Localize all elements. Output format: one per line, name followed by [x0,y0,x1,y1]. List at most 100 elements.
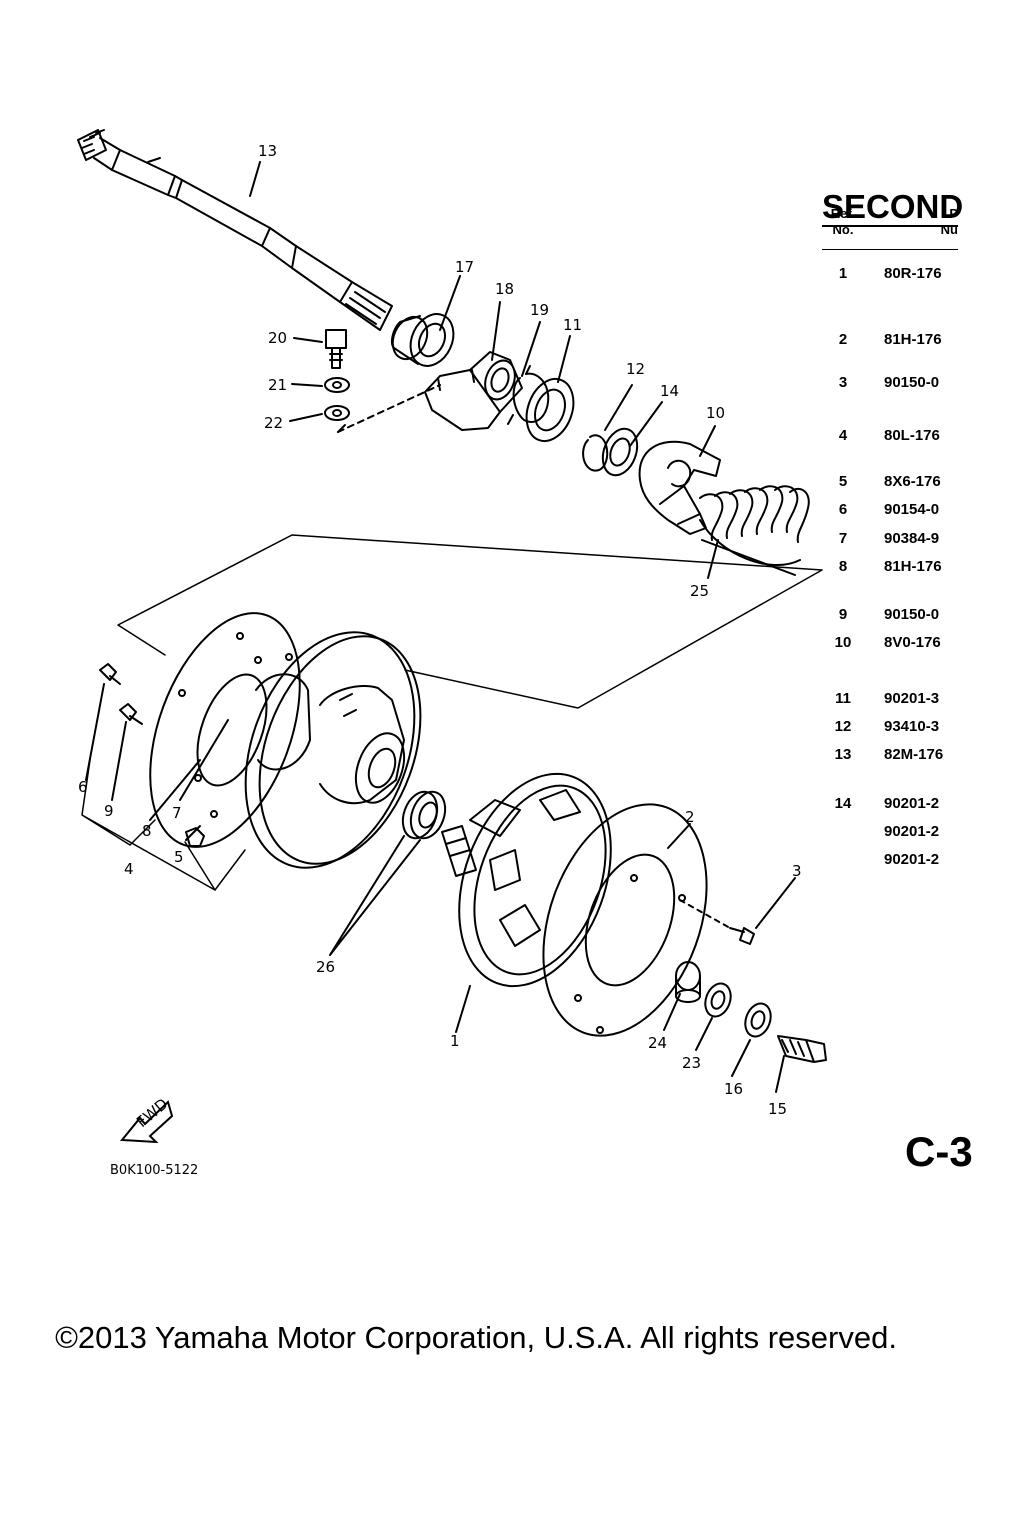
callout-14: 14 [660,382,679,400]
part-number: 93410-3 [884,718,940,735]
part-number: 81H-176 [884,558,942,575]
part-10-cam [638,440,721,535]
part-1-movable-sheave [441,772,612,988]
part-14-washer [601,427,639,477]
part-15-bolt [777,1035,827,1063]
table-row: 10 8V0-176 [822,634,958,654]
ref-number: 9 [838,606,848,623]
copyright-notice: ©2013 Yamaha Motor Corporation, U.S.A. A… [55,1320,897,1355]
part-number: 82M-176 [884,746,944,763]
callout-24: 24 [648,1034,667,1052]
title-underline [822,225,958,227]
part-header: P Nu [940,206,958,237]
callout-15: 15 [768,1100,787,1118]
ref-number: 5 [838,473,848,490]
ref-number: 1 [838,265,848,282]
ref-number: 6 [838,501,848,518]
callout-20: 20 [268,329,287,347]
callout-12: 12 [626,360,645,378]
callout-2: 2 [685,808,695,826]
page-code: C-3 [905,1128,973,1175]
part-number: 81H-176 [884,331,942,348]
callout-7: 7 [172,804,182,822]
part-11-washer [525,378,575,442]
section-title: SECOND [822,188,964,225]
table-row: 13 82M-176 [822,746,958,766]
ref-number: 12 [834,718,852,735]
ref-header: Ref. No. [830,206,856,237]
callout-23: 23 [682,1054,701,1072]
callout-9: 9 [104,802,114,820]
ref-number: 7 [838,530,848,547]
part-number: 80L-176 [884,427,940,444]
part-number: 90154-0 [884,501,940,518]
part-9-bolt [119,703,143,725]
callout-13: 13 [258,142,277,160]
table-row: 90201-2 [822,851,958,871]
callout-6: 6 [78,778,88,796]
part-18-housing [424,351,523,431]
table-row: 90201-2 [822,823,958,843]
table-row: 12 93410-3 [822,718,958,738]
part-24-collar [675,961,701,1003]
part-4-fixed-sheave-assembly [149,612,422,869]
table-row: 7 90384-9 [822,530,958,550]
header-underline [822,249,958,250]
part-number: 90201-3 [884,690,940,707]
callout-5: 5 [174,848,184,866]
part-3-screw [729,927,755,945]
part-2-plate [542,803,708,1037]
part-16-washer [744,1002,772,1038]
part-number: 90150-0 [884,606,940,623]
part-22-washer [324,405,350,421]
table-row: 1 80R-176 [822,265,958,285]
callout-21: 21 [268,376,287,394]
part-23-washer [704,982,732,1018]
callout-17: 17 [455,258,474,276]
callout-22: 22 [264,414,283,432]
callout-8: 8 [142,822,152,840]
callout-10: 10 [706,404,725,422]
ref-number: 10 [834,634,852,651]
part-number: 90201-2 [884,851,940,868]
table-row: 6 90154-0 [822,501,958,521]
fwd-arrow-icon [119,1100,174,1144]
table-row: 11 90201-3 [822,690,958,710]
part-25-spring [699,485,810,576]
callout-4: 4 [124,860,134,878]
table-row: 5 8X6-176 [822,473,958,493]
part-17-bearing [391,313,455,367]
callout-19: 19 [530,301,549,319]
callout-26: 26 [316,958,335,976]
part-number: 90201-2 [884,823,940,840]
part-number: 8V0-176 [884,634,941,651]
callout-16: 16 [724,1080,743,1098]
ref-number: 14 [834,795,852,812]
callout-18: 18 [495,280,514,298]
callout-11: 11 [563,316,582,334]
part-12-circlip [582,434,609,472]
table-row: 9 90150-0 [822,606,958,626]
drawing-code: B0K100-5122 [110,1163,199,1178]
ref-number: 3 [838,374,848,391]
callout-3: 3 [792,862,802,880]
part-26-spacers [401,790,447,840]
part-13-shaft [77,129,393,331]
part-number: 90384-9 [884,530,940,547]
ref-number: 13 [834,746,852,763]
part-5-nut [185,827,205,847]
callout-1: 1 [450,1032,460,1050]
ref-number: 11 [835,690,851,707]
part-number: 80R-176 [884,265,942,282]
part-21-washer [324,377,350,393]
callout-25: 25 [690,582,709,600]
part-number: 8X6-176 [884,473,941,490]
part-19-circlip [507,365,550,425]
part-20-bolt [325,329,347,369]
